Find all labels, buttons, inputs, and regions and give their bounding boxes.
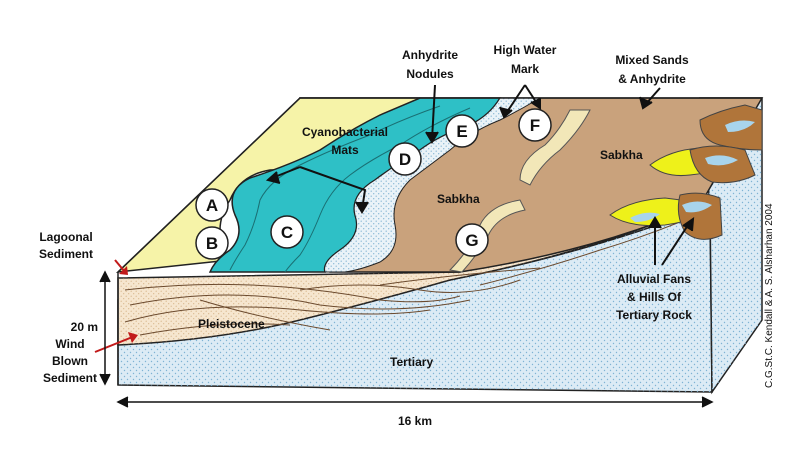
marker-b: B xyxy=(195,226,229,260)
marker-a: A xyxy=(195,188,229,222)
label-pleistocene: Pleistocene xyxy=(198,317,265,331)
marker-f: F xyxy=(518,108,552,142)
label-sabkha-lower: Sabkha xyxy=(437,192,480,206)
label-mixed-2: & Anhydrite xyxy=(618,72,686,86)
label-lagoonal-1: Lagoonal xyxy=(39,230,92,244)
anhydrite-zone xyxy=(324,97,542,273)
marker-c-label: C xyxy=(281,223,293,242)
marker-e-label: E xyxy=(456,122,467,141)
label-wind-1: Wind xyxy=(55,337,84,351)
label-anhydrite-1: Anhydrite xyxy=(402,48,458,62)
label-lagoonal-2: Sediment xyxy=(39,247,93,261)
label-sabkha-upper: Sabkha xyxy=(600,148,643,162)
thickness-scale xyxy=(99,270,111,386)
label-wind-3: Sediment xyxy=(43,371,97,385)
red-arrows xyxy=(94,259,138,353)
marker-g-label: G xyxy=(465,231,478,250)
label-anhydrite-2: Nodules xyxy=(406,67,454,81)
marker-e: E xyxy=(445,114,479,148)
label-width: 16 km xyxy=(398,414,432,428)
marker-c: C xyxy=(270,215,304,249)
label-thickness: 20 m xyxy=(71,320,98,334)
label-mixed-1: Mixed Sands xyxy=(615,53,689,67)
label-tertiary: Tertiary xyxy=(390,355,433,369)
label-highwater-1: High Water xyxy=(494,43,557,57)
marker-g: G xyxy=(455,223,489,257)
marker-f-label: F xyxy=(530,116,540,135)
label-alluvial-3: Tertiary Rock xyxy=(616,308,692,322)
credit-text: C.G.St.C. Kendall & A. S. Alsharhan 2004 xyxy=(764,203,775,388)
label-alluvial-1: Alluvial Fans xyxy=(617,272,691,286)
dune-upper xyxy=(519,109,591,186)
label-cyano-1: Cyanobacterial xyxy=(302,125,388,139)
width-scale xyxy=(116,396,714,408)
label-alluvial-2: & Hills Of xyxy=(627,290,682,304)
marker-d-label: D xyxy=(399,150,411,169)
label-highwater-2: Mark xyxy=(511,62,539,76)
label-wind-2: Blown xyxy=(52,354,88,368)
marker-b-label: B xyxy=(206,234,218,253)
marker-d: D xyxy=(388,142,422,176)
pointer-arrows xyxy=(265,84,695,266)
label-cyano-2: Mats xyxy=(331,143,359,157)
marker-a-label: A xyxy=(206,196,218,215)
